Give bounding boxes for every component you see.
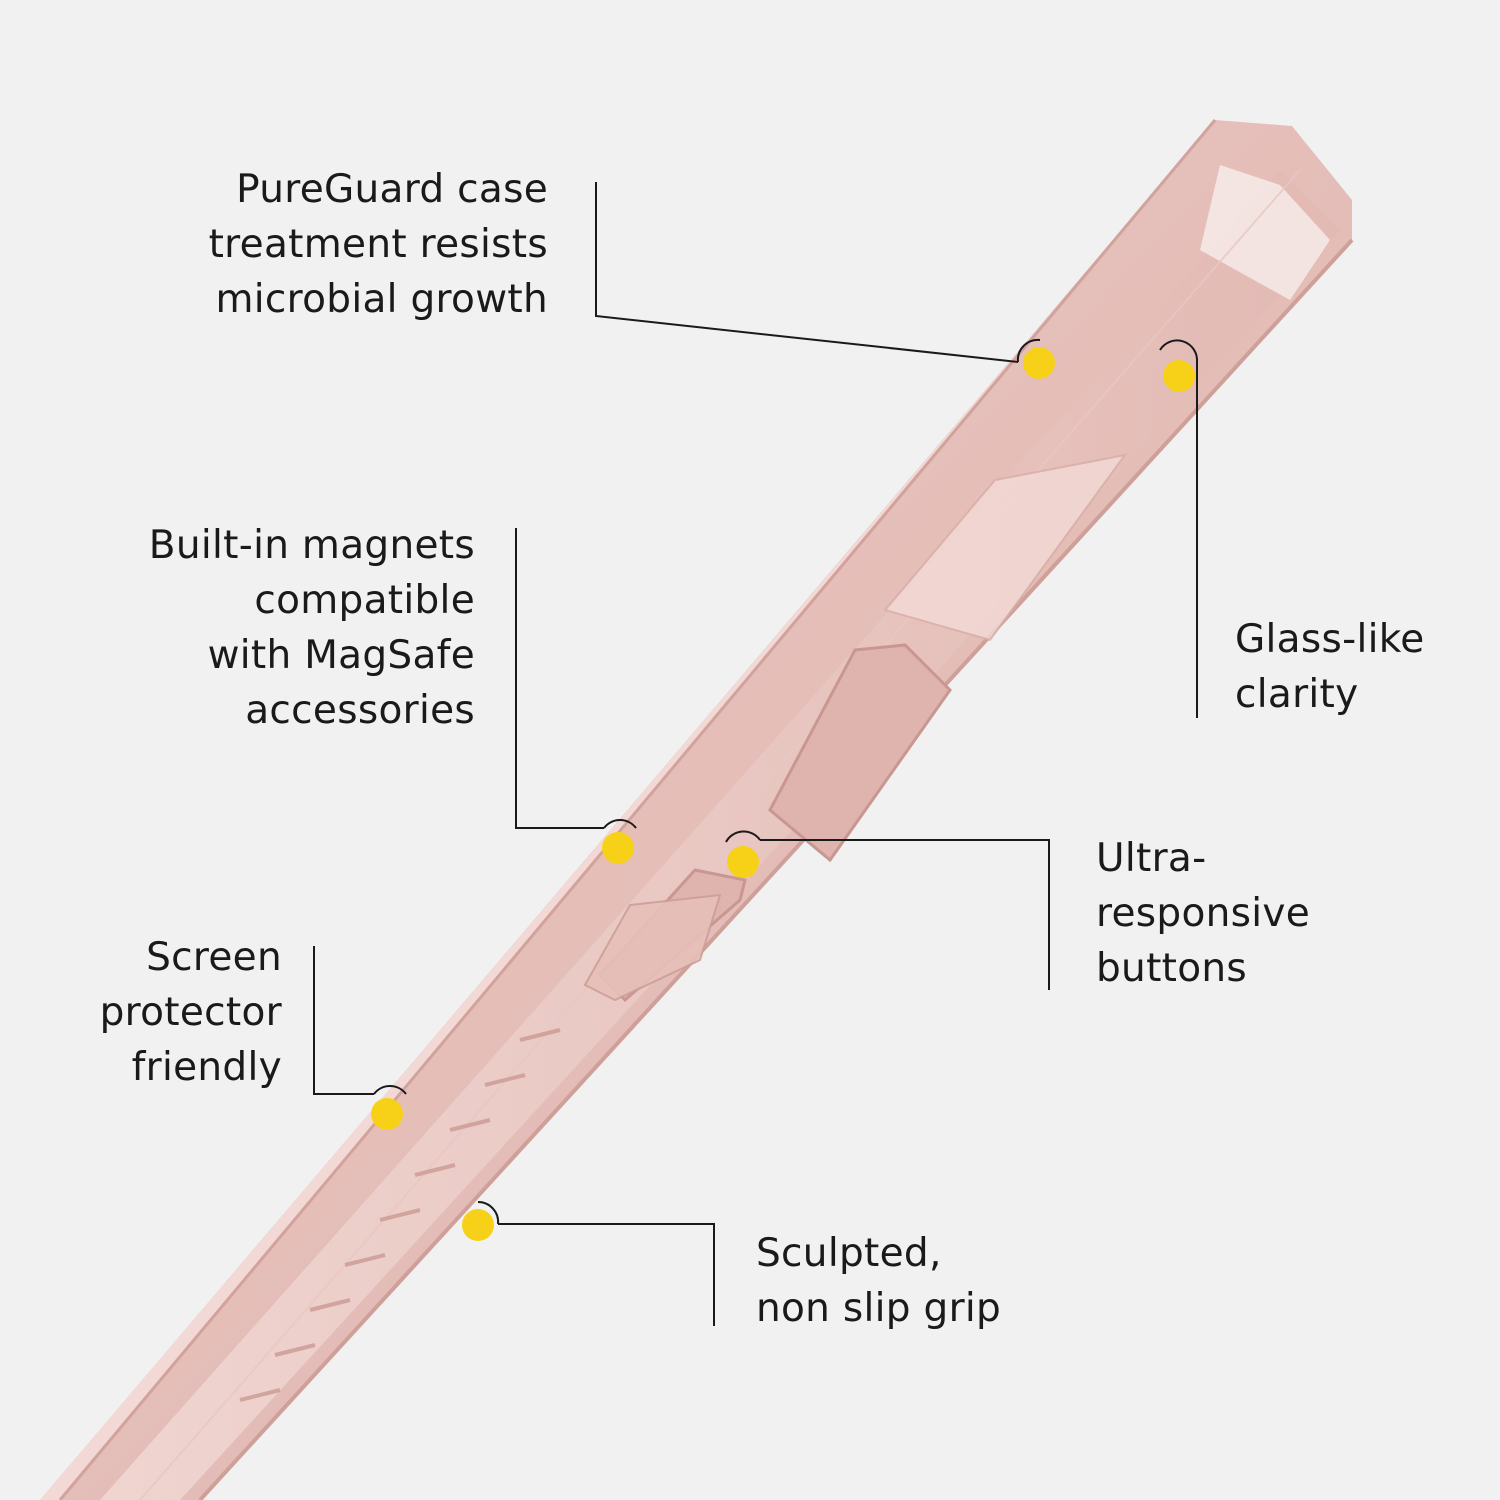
callout-line: accessories xyxy=(245,688,475,733)
dot-pureguard xyxy=(1023,347,1055,379)
callout-glass: Glass-like clarity xyxy=(1235,612,1425,722)
callout-line: treatment resists xyxy=(208,222,548,267)
callout-line: Screen xyxy=(146,935,282,980)
leader-magnets xyxy=(515,528,604,829)
dot-grip xyxy=(462,1209,494,1241)
callout-line: Built-in magnets xyxy=(148,523,475,568)
callout-line: compatible xyxy=(254,578,475,623)
callout-line: friendly xyxy=(131,1045,282,1090)
callout-line: non slip grip xyxy=(756,1286,1002,1331)
dot-magnets xyxy=(602,832,634,864)
callout-pureguard: PureGuard case treatment resists microbi… xyxy=(209,162,548,327)
callout-dots xyxy=(371,347,1195,1241)
leader-glass-arc xyxy=(1159,339,1199,363)
leader-screen xyxy=(313,946,374,1095)
callout-line: protector xyxy=(99,990,282,1035)
callout-line: responsive xyxy=(1096,891,1311,936)
leader-screen-arc xyxy=(373,1085,407,1095)
leader-pureguard xyxy=(595,182,1019,363)
callout-line: with MagSafe xyxy=(207,633,475,678)
grip-ridges xyxy=(239,1028,561,1402)
case-edge-line xyxy=(58,119,1217,1500)
leader-buttons xyxy=(760,839,1050,990)
dot-buttons xyxy=(727,846,759,878)
leader-grip xyxy=(498,1223,715,1326)
leader-pureguard-arc xyxy=(1016,338,1041,363)
leader-buttons-arc xyxy=(725,830,761,843)
callout-line: Glass-like xyxy=(1235,617,1425,662)
dot-screen xyxy=(371,1098,403,1130)
callout-line: buttons xyxy=(1096,946,1248,991)
case-top-opening xyxy=(1200,165,1330,300)
leader-lines xyxy=(313,182,1199,1326)
callout-line: Ultra- xyxy=(1096,836,1207,881)
leader-grip-arc xyxy=(477,1200,500,1225)
callout-buttons: Ultra- responsive buttons xyxy=(1096,831,1310,996)
leader-magnets-arc xyxy=(603,819,637,829)
case-edge-line-3 xyxy=(139,169,1301,1500)
callout-line: clarity xyxy=(1235,672,1359,717)
callout-line: microbial growth xyxy=(215,277,548,322)
callout-screen: Screen protector friendly xyxy=(100,930,282,1095)
dot-glass xyxy=(1163,360,1195,392)
callout-line: Sculpted, xyxy=(756,1231,942,1276)
case-edge-line-2 xyxy=(198,238,1354,1500)
side-button-recess xyxy=(583,893,722,1002)
case-window xyxy=(883,453,1128,642)
callout-grip: Sculpted, non slip grip xyxy=(756,1226,1001,1336)
callout-line: PureGuard case xyxy=(236,167,548,212)
volume-up-button xyxy=(768,643,952,863)
callout-magnets: Built-in magnets compatible with MagSafe… xyxy=(149,518,475,738)
